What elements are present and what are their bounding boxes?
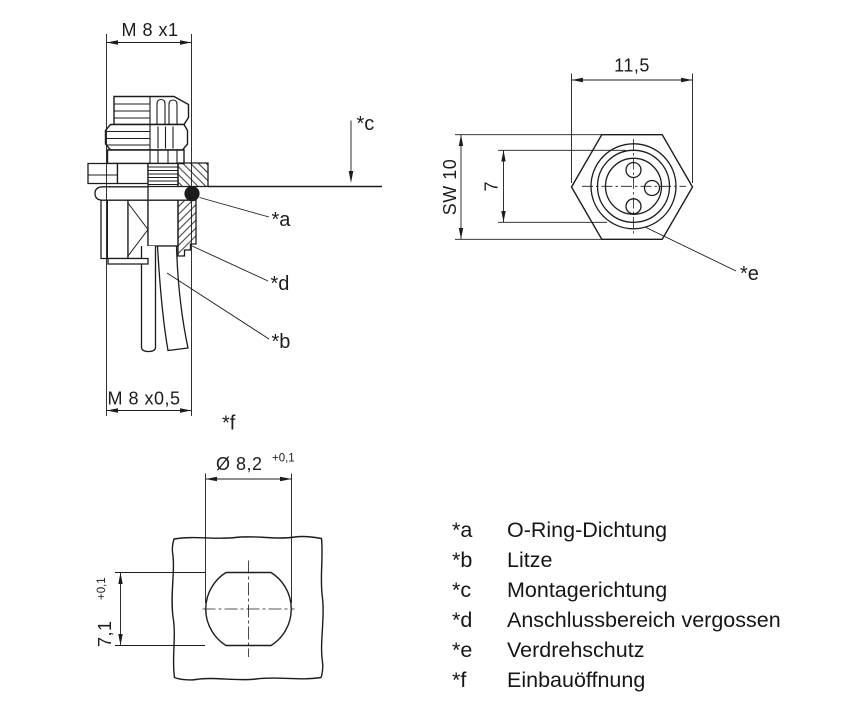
dimension-diameter [205,473,292,603]
dimension-11-5 [571,73,693,183]
dim-label-7: 7 [482,181,502,192]
flange-hatched-section [177,162,209,188]
legend-label-e: Verdrehschutz [507,638,645,662]
legend: *a O-Ring-Dichtung *b Litze *c Montageri… [452,515,781,695]
label-a: *a [272,209,292,231]
knurled-nut [104,95,190,165]
dim-label-11-5: 11,5 [614,56,650,76]
legend-key-a: *a [452,518,473,542]
legend-label-b: Litze [507,548,553,572]
dim-label-height: 7,1 [95,620,115,647]
dim-label-diameter-tolerance: +0,1 [272,453,295,465]
o-ring-profile [94,186,149,201]
leader-e [644,226,737,272]
dimension-height [115,572,205,646]
legend-key-f: *f [452,668,467,692]
legend-key-e: *e [452,638,473,662]
potted-area-hatched [177,199,197,257]
leader-a [199,197,270,218]
legend-key-d: *d [452,608,473,632]
extension-lines [106,34,192,416]
legend-label-a: O-Ring-Dichtung [507,518,668,542]
label-f: *f [222,413,236,435]
wire-straight [140,246,157,353]
dim-label-height-tolerance: +0,1 [96,577,108,600]
hole-view [115,473,324,681]
hole-centerlines [202,560,295,657]
label-d: *d [271,273,290,295]
side-view [87,34,382,416]
legend-label-d: Anschlussbereich vergossen [507,608,781,632]
dimension-sw10 [455,134,603,240]
o-ring-section-dot [184,186,200,202]
mounting-direction-arrow [348,120,354,183]
front-view [455,73,737,272]
wire-curved [156,245,189,352]
legend-row-a: *a O-Ring-Dichtung [452,515,781,545]
legend-label-c: Montagerichtung [507,578,668,602]
pin-right [643,179,661,197]
dim-label-m8x1: M 8 x1 [121,20,178,40]
legend-label-f: Einbauöffnung [507,668,646,692]
label-e: *e [740,263,759,285]
legend-row-e: *e Verdrehschutz [452,635,781,665]
legend-key-b: *b [452,548,473,572]
legend-row-f: *f Einbauöffnung [452,665,781,695]
dim-label-diameter: Ø 8,2 [216,454,263,474]
legend-row-d: *d Anschlussbereich vergossen [452,605,781,635]
leader-b [166,272,270,340]
legend-key-c: *c [452,578,472,602]
leader-d [190,245,269,282]
body-bottom-plate [107,257,149,265]
dimension-thread-top [106,40,192,45]
dimension-7 [498,149,626,223]
label-c: *c [357,113,375,135]
dim-label-sw10: SW 10 [440,159,460,216]
label-b: *b [272,331,291,353]
legend-row-b: *b Litze [452,545,781,575]
legend-row-c: *c Montagerichtung [452,575,781,605]
centerlines [582,139,686,234]
dimension-thread-bottom [106,408,192,413]
mounting-flange [87,162,209,188]
dim-label-m8x05: M 8 x0,5 [107,389,180,409]
wires [140,245,189,353]
